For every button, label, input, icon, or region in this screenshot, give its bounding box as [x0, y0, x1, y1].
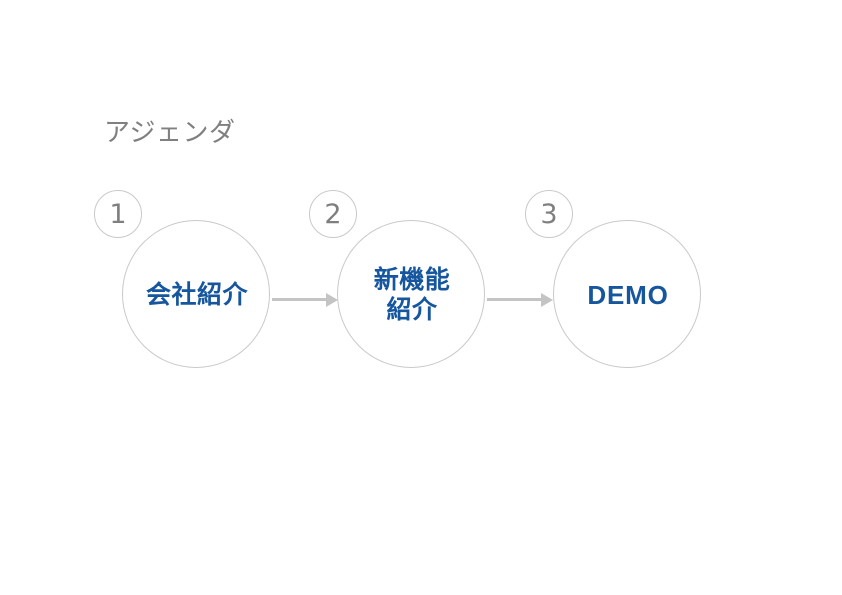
page-title: アジェンダ [104, 117, 236, 147]
arrow-shaft [487, 298, 541, 301]
step-3-badge: 3 [525, 190, 573, 238]
arrow-head-icon [326, 293, 338, 307]
step-1-label: 会社紹介 [145, 281, 248, 309]
step-2-number: 2 [324, 198, 342, 230]
step-1-number: 1 [109, 198, 127, 230]
arrow-shaft [272, 298, 326, 301]
arrow-step1-to-step2 [272, 292, 338, 308]
step-3-number: 3 [540, 198, 558, 230]
step-3-circle [553, 220, 701, 368]
arrow-step2-to-step3 [487, 292, 553, 308]
agenda-step-2[interactable]: 新機能 紹介 2 [309, 190, 487, 370]
step-2-circle [337, 220, 485, 368]
step-1-badge: 1 [94, 190, 142, 238]
agenda-step-1[interactable]: 会社紹介 1 [94, 190, 272, 370]
step-2-badge: 2 [309, 190, 357, 238]
step-2-label: 新機能 紹介 [373, 266, 451, 324]
step-1-circle [122, 220, 270, 368]
step-3-label: DEMO [587, 280, 669, 310]
agenda-step-3[interactable]: DEMO 3 [525, 190, 703, 370]
arrow-head-icon [541, 293, 553, 307]
